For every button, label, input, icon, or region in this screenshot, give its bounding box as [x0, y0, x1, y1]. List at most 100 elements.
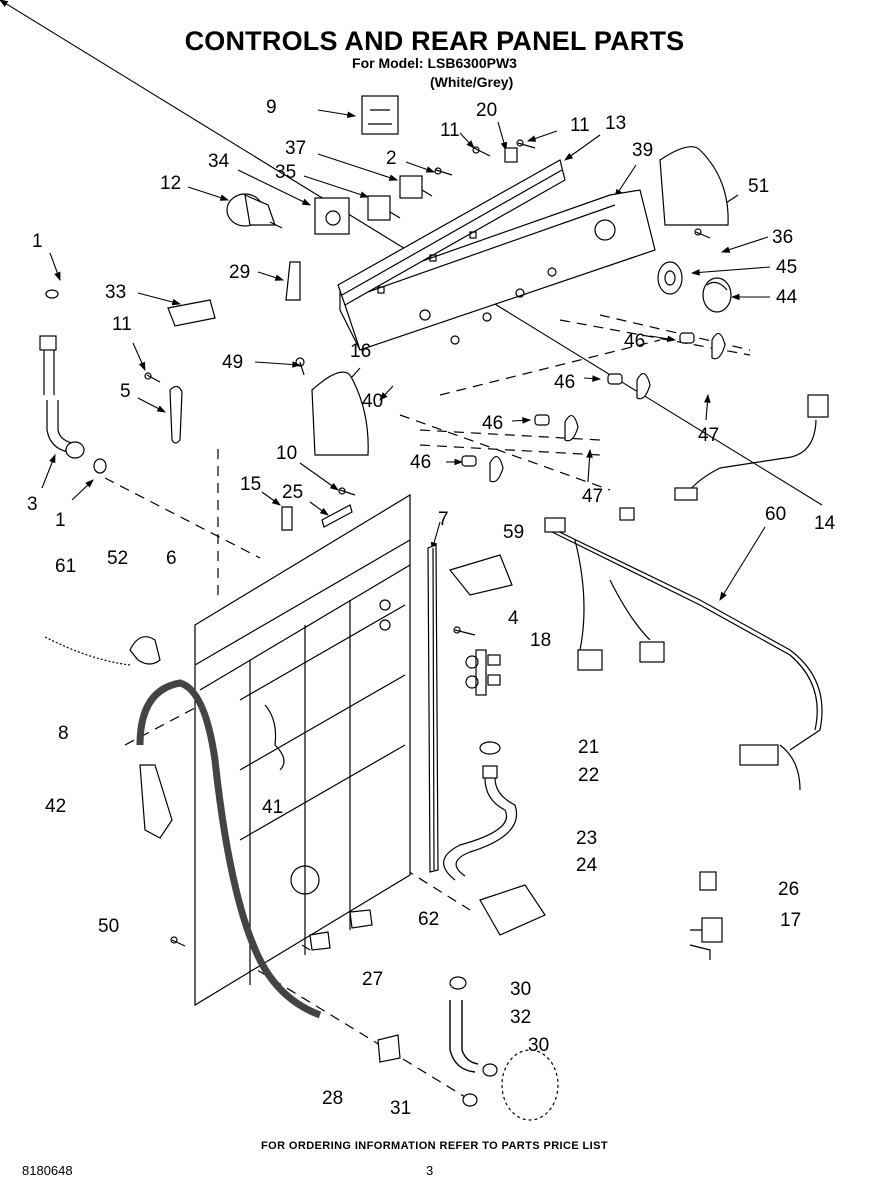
endcap-51	[659, 146, 729, 226]
power-cord-14	[674, 394, 829, 501]
plug-62	[349, 909, 373, 929]
callout-46: 46	[624, 331, 646, 352]
callout-10: 10	[276, 443, 298, 464]
endcap-16	[311, 371, 369, 456]
callout-39: 39	[632, 140, 654, 161]
clamp-21	[479, 741, 501, 755]
switch-9	[361, 95, 399, 135]
callout-12: 12	[160, 173, 182, 194]
callout-17: 17	[780, 910, 802, 931]
page-number: 3	[426, 1163, 434, 1178]
capacitor-26	[699, 871, 717, 891]
bracket-25	[321, 504, 353, 528]
bracket-42	[139, 764, 173, 839]
callout-1: 1	[32, 231, 43, 252]
callout-7: 7	[438, 509, 449, 530]
clamp-30-upper	[449, 976, 467, 990]
callout-49: 49	[222, 352, 244, 373]
callout-27: 27	[362, 969, 384, 990]
callout-5: 5	[120, 381, 131, 402]
bracket-5	[169, 385, 183, 444]
callout-46: 46	[410, 452, 432, 473]
callout-41: 41	[262, 797, 284, 818]
callout-62: 62	[418, 909, 440, 930]
screws	[144, 139, 711, 947]
water-valve-18	[465, 649, 501, 696]
pump-17	[689, 917, 723, 960]
callout-28: 28	[322, 1088, 344, 1109]
callout-51: 51	[748, 176, 770, 197]
callout-21: 21	[578, 737, 600, 758]
callout-34: 34	[208, 151, 230, 172]
callout-33: 33	[105, 282, 127, 303]
callout-14: 14	[814, 513, 836, 534]
callout-46: 46	[482, 413, 504, 434]
channel-7	[427, 544, 439, 873]
bracket-24	[479, 884, 546, 936]
callout-18: 18	[530, 630, 552, 651]
callout-35: 35	[275, 162, 297, 183]
hose-22	[443, 765, 517, 881]
callout-26: 26	[778, 879, 800, 900]
switch-37	[399, 175, 433, 199]
page-title: CONTROLS AND REAR PANEL PARTS	[184, 26, 685, 56]
wire-41	[264, 704, 285, 771]
callout-50: 50	[98, 916, 120, 937]
callout-20: 20	[476, 100, 498, 121]
callout-6: 6	[166, 548, 177, 569]
washer-1	[93, 458, 107, 474]
pump-outline	[501, 1049, 559, 1121]
clip-15	[281, 506, 293, 531]
clip-27	[309, 931, 331, 951]
clamp-52	[129, 636, 161, 665]
callout-8: 8	[58, 723, 69, 744]
wire-harness-60	[544, 507, 823, 791]
document-number: 8180648	[22, 1163, 73, 1178]
clamp-28	[377, 1034, 401, 1063]
callout-46: 46	[554, 372, 576, 393]
timer-part	[226, 193, 283, 229]
bracket-33	[167, 299, 216, 327]
control-mounting-bracket	[337, 159, 566, 306]
color-variant: (White/Grey)	[430, 74, 514, 90]
callout-22: 22	[578, 765, 600, 786]
callout-30: 30	[528, 1035, 550, 1056]
callout-36: 36	[772, 227, 794, 248]
callout-29: 29	[229, 262, 251, 283]
callout-23: 23	[576, 828, 598, 849]
callout-9: 9	[266, 97, 277, 118]
callout-15: 15	[240, 474, 262, 495]
knob-45-44	[657, 261, 732, 313]
callout-59: 59	[503, 522, 525, 543]
callout-2: 2	[386, 148, 397, 169]
drain-hose-8	[136, 679, 322, 1019]
callout-24: 24	[576, 855, 598, 876]
callout-11: 11	[112, 314, 132, 335]
callout-40: 40	[362, 391, 384, 412]
callout-11: 11	[440, 120, 460, 141]
callout-47: 47	[582, 486, 604, 507]
callout-52: 52	[107, 548, 129, 569]
bracket-59	[448, 554, 513, 596]
bracket-29	[285, 261, 301, 301]
callout-60: 60	[765, 504, 787, 525]
switch-35	[367, 195, 401, 221]
clamp-30-lower	[482, 1063, 498, 1077]
wire-61	[44, 636, 131, 666]
nut-1	[45, 289, 59, 299]
callout-32: 32	[510, 1007, 532, 1028]
callout-44: 44	[776, 287, 798, 308]
clamp-31	[462, 1093, 478, 1107]
callout-45: 45	[776, 257, 798, 278]
ordering-note: FOR ORDERING INFORMATION REFER TO PARTS …	[261, 1140, 608, 1152]
control-panel-console	[339, 189, 656, 351]
fill-hose-3	[39, 335, 85, 459]
bracket-20	[504, 147, 518, 163]
callout-25: 25	[282, 482, 304, 503]
callout-30: 30	[510, 979, 532, 1000]
callout-42: 42	[45, 796, 67, 817]
callout-4: 4	[508, 608, 519, 629]
callout-1: 1	[55, 510, 66, 531]
model-line: For Model: LSB6300PW3	[352, 55, 517, 71]
